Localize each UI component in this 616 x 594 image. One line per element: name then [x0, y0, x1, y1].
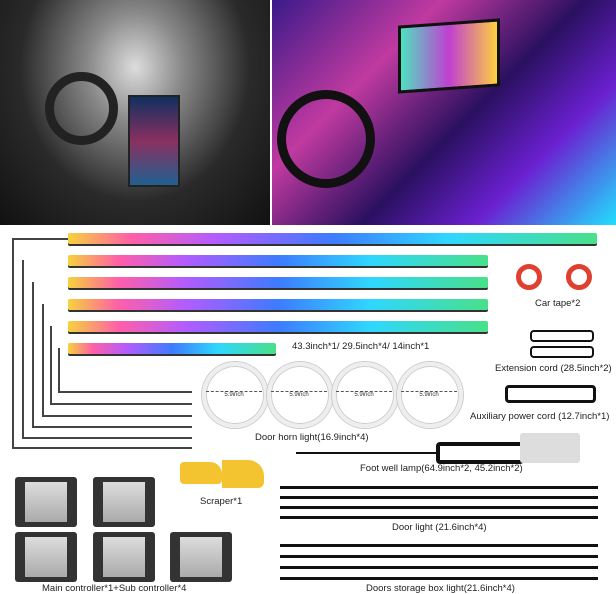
extension-cord — [530, 346, 594, 358]
strip-wire — [12, 238, 14, 448]
scraper-tool — [222, 460, 264, 488]
car-interior-photo-off — [0, 0, 270, 225]
door-horn-light-label: Door horn light(16.9inch*4) — [255, 432, 369, 443]
door-light-wire — [280, 506, 598, 509]
strip-wire — [12, 238, 68, 240]
auxiliary-power-cord-label: Auxiliary power cord (12.7inch*1) — [470, 411, 610, 422]
storage-box-light-label: Doors storage box light(21.6inch*4) — [366, 583, 515, 594]
car-tape-label: Car tape*2 — [535, 298, 581, 309]
main-controller — [15, 532, 77, 582]
led-strip-29in — [68, 255, 488, 266]
sub-controller — [15, 477, 77, 527]
scraper-label: Scraper*1 — [200, 496, 243, 507]
led-strip-29in — [68, 277, 488, 288]
strip-wire — [58, 391, 192, 393]
foot-well-lamp-label: Foot well lamp(64.9inch*2, 45.2inch*2) — [360, 463, 523, 474]
storage-box-light-wire — [280, 555, 598, 558]
car-interior-photo-ambient — [272, 0, 616, 225]
strip-wire — [42, 304, 44, 416]
center-screen — [398, 18, 500, 94]
door-light-wire — [280, 486, 598, 489]
horn-diameter: 5.9inch — [271, 391, 327, 398]
led-strip-29in — [68, 321, 488, 332]
door-horn-ring — [332, 362, 398, 428]
foot-well-wire — [296, 452, 436, 454]
storage-box-light-wire — [280, 577, 598, 580]
sub-controller — [170, 532, 232, 582]
sub-controller — [93, 532, 155, 582]
door-horn-ring — [397, 362, 463, 428]
strip-wire — [32, 426, 192, 428]
auxiliary-power-cord — [505, 385, 596, 403]
steering-wheel — [277, 90, 375, 188]
extension-cord — [530, 330, 594, 342]
led-strip-14in — [68, 343, 276, 354]
car-tape-roll — [516, 264, 542, 290]
car-tape-roll — [566, 264, 592, 290]
center-screen — [128, 95, 180, 187]
strip-wire — [22, 260, 24, 438]
horn-diameter: 5.9inch — [336, 391, 392, 398]
strip-wire — [12, 447, 192, 449]
extension-cord-label: Extension cord (28.5inch*2) — [495, 363, 612, 374]
door-light-wire — [280, 516, 598, 519]
strip-wire — [50, 403, 192, 405]
storage-box-light-wire — [280, 544, 598, 547]
sub-controller — [93, 477, 155, 527]
strip-wire — [42, 415, 192, 417]
led-strip-43in — [68, 233, 597, 244]
strip-wire — [22, 437, 192, 439]
door-light-label: Door light (21.6inch*4) — [392, 522, 487, 533]
storage-box-light-wire — [280, 566, 598, 569]
controllers-label: Main controller*1+Sub controller*4 — [42, 583, 187, 594]
led-strip-29in — [68, 299, 488, 310]
door-horn-ring — [202, 362, 268, 428]
foot-well-lamp — [520, 433, 580, 463]
steering-wheel — [45, 72, 118, 145]
foot-well-wire-bundle — [436, 442, 524, 464]
strip-wire — [50, 326, 52, 404]
scraper-tool — [180, 462, 222, 484]
horn-diameter: 5.9inch — [401, 391, 457, 398]
horn-diameter: 5.9inch — [206, 391, 262, 398]
door-light-wire — [280, 496, 598, 499]
door-horn-ring — [267, 362, 333, 428]
strip-wire — [32, 282, 34, 427]
strip-lengths-label: 43.3inch*1/ 29.5inch*4/ 14inch*1 — [292, 341, 430, 352]
strip-wire — [58, 348, 60, 392]
